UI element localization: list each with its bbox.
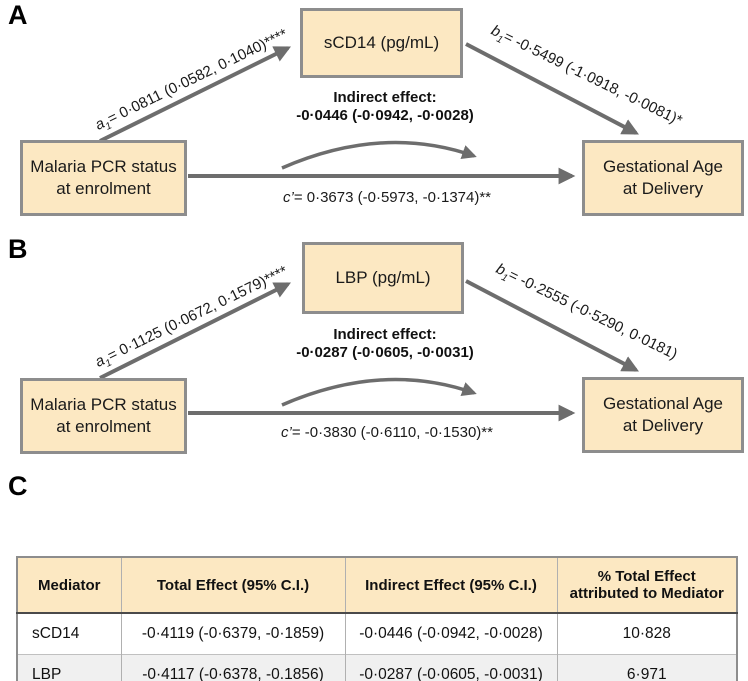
header-mediator: Mediator [17,557,121,614]
panel-a-c-value: = 0·3673 (-0·5973, -0·1374)** [293,189,492,206]
panel-a-indirect-label: Indirect effect: [333,89,437,106]
cell-mediator: sCD14 [17,612,121,655]
panel-b-a-arrow [99,282,292,380]
table-row: sCD14 -0·4119 (-0·6379, -0·1859) -0·0446… [17,612,737,655]
panel-b-c-path-label: c’= -0·3830 (-0·6110, -0·1530)** [281,424,493,441]
panel-b-label: B [8,234,28,264]
panel-b-mediator-text: LBP (pg/mL) [335,267,431,287]
panel-a-exposure-line1: Malaria PCR status [30,156,177,176]
panel-a-a-arrow [99,46,292,143]
panel-b-indirect-label: Indirect effect: [333,326,437,343]
cell-total-effect: -0·4117 (-0·6378, -0.1856) [120,654,345,681]
table-header-row: Mediator Total Effect (95% C.I.) Indirec… [17,557,737,614]
panel-a-label: A [8,0,28,30]
header-total-effect: Total Effect (95% C.I.) [120,557,345,614]
panel-b-indirect-effect: Indirect effect: -0·0287 (-0·0605, -0·00… [296,326,474,362]
mediation-effects-table: Mediator Total Effect (95% C.I.) Indirec… [16,556,738,681]
cell-total-effect: -0·4119 (-0·6379, -0·1859) [120,612,345,655]
panel-a-exposure-line2: at enrolment [56,179,151,198]
header-pct-total-effect: % Total Effect attributed to Mediator [556,557,737,614]
panel-a-mediator-box: sCD14 (pg/mL) [300,8,463,78]
panel-b-indirect-curve-arrow [281,377,477,407]
panel-b-exposure-line1: Malaria PCR status [30,394,177,414]
header-indirect-effect: Indirect Effect (95% C.I.) [344,557,557,614]
panel-b-indirect-value: -0·0287 (-0·0605, -0·0031) [296,344,474,361]
table-row: LBP -0·4117 (-0·6378, -0.1856) -0·0287 (… [17,654,737,681]
panel-b-exposure-line2: at enrolment [56,417,151,436]
cell-pct-total-effect: 6·971 [556,654,737,681]
panel-b-mediator-box: LBP (pg/mL) [302,242,464,314]
cell-mediator: LBP [17,654,121,681]
panel-b-exposure-box: Malaria PCR status at enrolment [20,378,187,454]
panel-b-c-var: c’ [281,424,292,441]
panel-a-outcome-line1: Gestational Age [602,156,724,176]
panel-a-outcome-line2: at Delivery [622,179,704,198]
panel-a-c-var: c’ [282,189,294,206]
panel-a-indirect-curve-arrow [281,140,477,170]
panel-a-b-arrow [465,42,639,135]
panel-a-indirect-value: -0·0446 (-0·0942, -0·0028) [296,107,474,124]
panel-a-outcome-box: Gestational Age at Delivery [582,140,744,216]
panel-b-b-arrow [465,279,639,372]
panel-b-outcome-line2: at Delivery [622,416,704,435]
cell-indirect-effect: -0·0287 (-0·0605, -0·0031) [344,654,557,681]
cell-pct-total-effect: 10·828 [556,612,737,655]
panel-a-indirect-effect: Indirect effect: -0·0446 (-0·0942, -0·00… [296,89,474,125]
panel-c-label: C [8,471,28,501]
panel-b-c-value: = -0·3830 (-0·6110, -0·1530)** [291,424,493,441]
panel-a-c-path-label: c’= 0·3673 (-0·5973, -0·1374)** [283,189,491,206]
panel-b-outcome-line1: Gestational Age [602,393,724,413]
panel-a-mediator-text: sCD14 (pg/mL) [323,32,440,52]
panel-a-exposure-box: Malaria PCR status at enrolment [20,140,187,216]
panel-b-outcome-box: Gestational Age at Delivery [582,377,744,453]
cell-indirect-effect: -0·0446 (-0·0942, -0·0028) [344,612,557,655]
